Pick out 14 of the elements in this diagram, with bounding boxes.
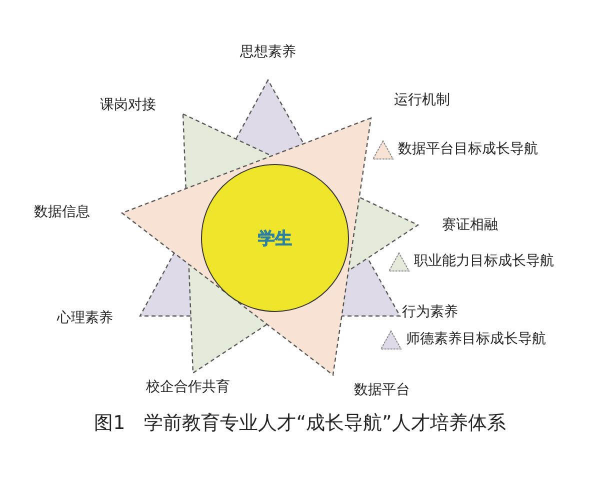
legend-label: 职业能力目标成长导航 [414,252,554,270]
point-label: 课岗对接 [100,96,156,114]
point-label: 赛证相融 [442,216,498,234]
point-label: 数据平台 [354,381,410,399]
point-label: 思想素养 [240,43,296,61]
point-label: 心理素养 [57,309,113,327]
point-label: 数据信息 [34,203,90,221]
node-label: 学生 [258,228,292,250]
point-label: 校企合作共育 [146,378,230,396]
legend-label: 师德素养目标成长导航 [406,330,546,348]
point-label: 行为素养 [402,303,458,321]
point-label: 运行机制 [394,91,450,109]
legend-label: 数据平台目标成长导航 [398,140,538,158]
caption: 图1 学前教育专业人才“成长导航”人才培养体系 [93,411,507,436]
